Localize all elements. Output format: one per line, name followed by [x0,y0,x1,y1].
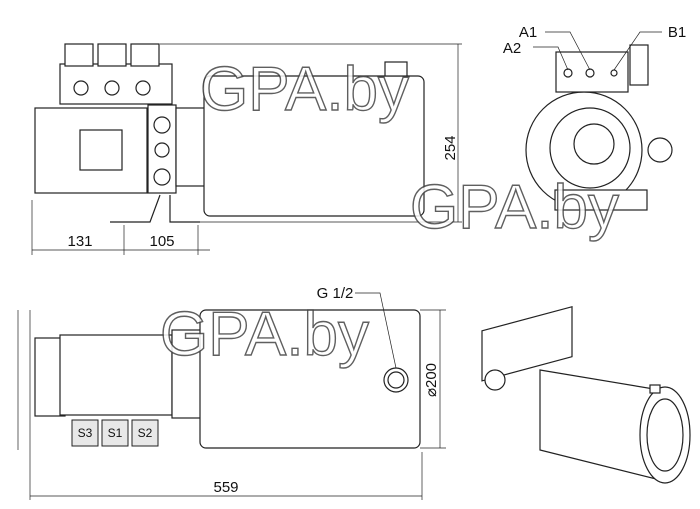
port-a2-label: A2 [503,40,521,57]
port-b1-label: B1 [668,24,686,41]
oil-tank-top [199,309,421,449]
filler-cap [384,61,408,77]
solenoid-s3: S3 [78,426,93,440]
solenoid-row: S3 S1 S2 [71,419,159,447]
top-view: S3 S1 S2 G 1/2 ⌀200 559 [17,285,446,500]
dim-tank-diameter: ⌀200 [423,363,440,397]
dim-total-length: 559 [213,479,238,496]
motor-top [59,334,173,416]
port-a1-label: A1 [519,24,537,41]
side-view: 254 131 105 [31,43,462,255]
solenoid-s2: S2 [138,426,153,440]
dim-motor-length: 131 [67,233,92,250]
end-view: A1 A2 B1 [503,24,686,211]
end-valve-block [555,51,629,93]
watermark: GPA.by GPA.by GPA.by [159,54,619,369]
isometric-view [481,305,691,484]
svg-text:GPA.by: GPA.by [410,173,619,242]
solenoid-s1: S1 [108,426,123,440]
filler-thread-label: G 1/2 [317,285,354,302]
dim-height: 254 [442,135,459,160]
svg-text:GPA.by: GPA.by [160,300,369,369]
oil-tank [203,75,425,217]
dim-bracket-offset: 105 [149,233,174,250]
svg-text:GPA.by: GPA.by [200,55,409,124]
pump-manifold [147,104,177,194]
valve-block [59,63,173,105]
